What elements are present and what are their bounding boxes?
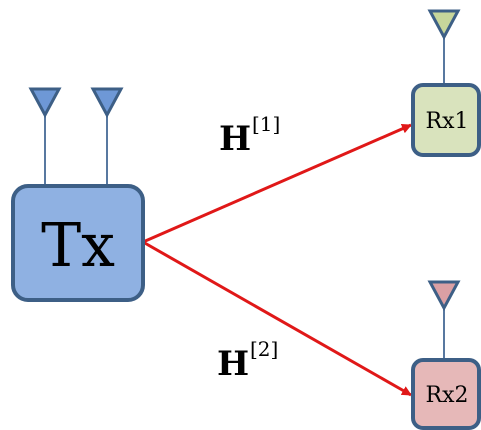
link-tx-rx2	[142, 240, 412, 397]
tx-node: Tx	[11, 184, 145, 302]
rx1-antenna	[427, 9, 461, 85]
channel-label-h2: H [2]	[217, 337, 278, 384]
rx2-antenna	[427, 280, 461, 360]
tx-antenna-right	[90, 87, 124, 186]
tx-antenna-left	[28, 87, 62, 186]
rx1-node: Rx1	[411, 83, 481, 157]
rx1-label: Rx1	[426, 109, 469, 134]
channel-label-h1: H [1]	[219, 112, 280, 159]
channel-h2-index: [2]	[250, 337, 278, 361]
channel-h1-symbol: H	[219, 119, 251, 159]
channel-h1-index: [1]	[252, 112, 280, 136]
rx2-label: Rx2	[426, 383, 469, 408]
channel-h2-symbol: H	[217, 344, 249, 384]
link-tx-rx1	[142, 123, 412, 244]
tx-label: Tx	[41, 211, 115, 281]
rx2-node: Rx2	[411, 358, 481, 430]
